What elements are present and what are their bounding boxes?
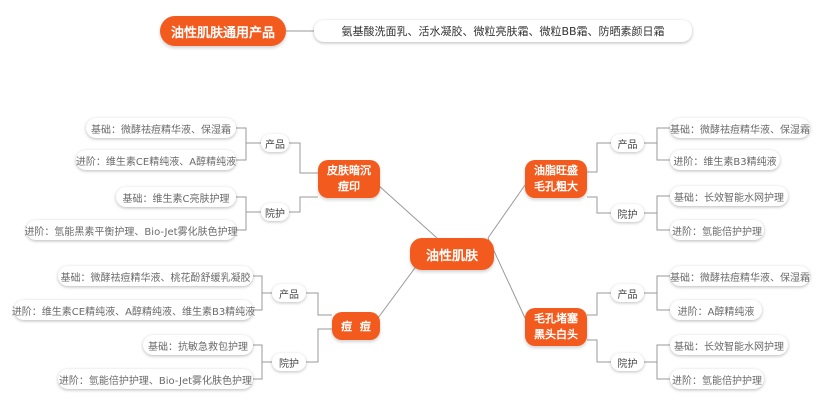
- dull-product-category: 产品: [261, 134, 289, 152]
- branch-dull-skin-line1: 皮肤暗沉: [327, 164, 371, 177]
- branch-dull-skin-line2: 痘印: [338, 180, 360, 193]
- branch-oily-pores: 油脂旺盛 毛孔粗大: [525, 160, 587, 198]
- dull-product-advanced: 进阶：维生素CE精纯液、A醇精纯液: [76, 150, 236, 170]
- branch-oily-pores-line1: 油脂旺盛: [534, 164, 578, 177]
- branch-acne: 痘 痘: [332, 312, 380, 340]
- center-node-oily-skin: 油性肌肤: [410, 238, 494, 270]
- branch-clogged-pores-line2: 黑头白头: [534, 328, 578, 341]
- acne-product-advanced: 进阶：维生素CE精纯液、A醇精纯液、维生素B3精纯液: [12, 300, 255, 320]
- oily-product-advanced: 进阶：维生素B3精纯液: [670, 150, 780, 170]
- acne-care-category: 院护: [272, 353, 306, 371]
- general-products-list: 氨基酸洗面乳、活水凝胶、微粒亮肤霜、微粒BB霜、防晒素颜日霜: [314, 20, 692, 42]
- dull-product-basic: 基础：微酵祛痘精华液、保湿霜: [86, 118, 236, 138]
- pores-care-basic: 基础：长效智能水网护理: [670, 335, 788, 355]
- acne-product-basic: 基础：微酵祛痘精华液、桃花酚舒缓乳凝胶: [58, 266, 253, 286]
- acne-care-advanced: 进阶：氫能倍护护理、Bio-Jet雾化肤色护理: [58, 369, 253, 389]
- branch-clogged-pores: 毛孔堵塞 黑头白头: [525, 308, 587, 346]
- branch-clogged-pores-line1: 毛孔堵塞: [534, 312, 578, 325]
- acne-care-basic: 基础：抗敏急救包护理: [143, 335, 253, 355]
- oily-care-advanced: 进阶：氫能倍护护理: [670, 220, 764, 240]
- acne-product-category: 产品: [272, 284, 306, 302]
- general-products-title: 油性肌肤通用产品: [160, 16, 286, 46]
- pores-care-advanced: 进阶：氫能倍护护理: [670, 369, 764, 389]
- dull-care-advanced: 进阶：氫能黑素平衡护理、Bio-Jet雾化肤色护理: [24, 220, 238, 240]
- oily-product-category: 产品: [611, 134, 644, 152]
- pores-product-category: 产品: [611, 284, 644, 302]
- oily-care-category: 院护: [611, 204, 644, 222]
- pores-care-category: 院护: [611, 353, 644, 371]
- oily-care-basic: 基础：长效智能水网护理: [670, 186, 788, 206]
- dull-care-category: 院护: [261, 203, 289, 221]
- branch-oily-pores-line2: 毛孔粗大: [534, 180, 578, 193]
- pores-product-basic: 基础：微酵祛痘精华液、保湿霜: [670, 266, 810, 286]
- oily-product-basic: 基础：微酵祛痘精华液、保湿霜: [670, 118, 810, 138]
- branch-dull-skin: 皮肤暗沉 痘印: [318, 160, 380, 198]
- pores-product-advanced: 进阶：A醇精纯液: [670, 300, 762, 320]
- dull-care-basic: 基础：维生素C亮肤护理: [116, 187, 236, 207]
